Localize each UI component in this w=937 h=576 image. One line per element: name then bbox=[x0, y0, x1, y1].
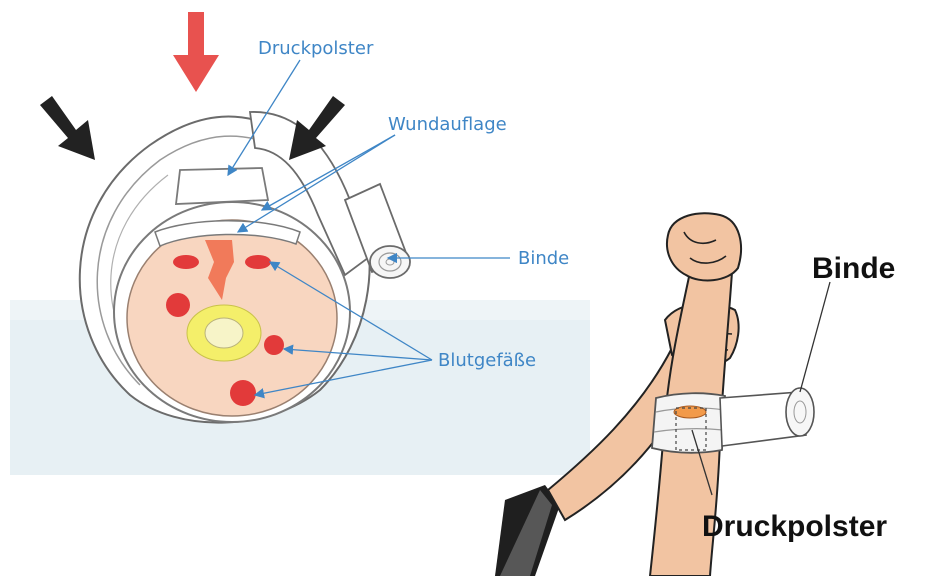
blood-vessel bbox=[173, 255, 199, 269]
label-blutgefaesse: Blutgefäße bbox=[438, 350, 536, 371]
label-druckpolster-right: Druckpolster bbox=[702, 510, 887, 543]
label-binde-left: Binde bbox=[518, 248, 569, 269]
pressure-arrow-left-icon bbox=[40, 96, 95, 160]
patient-fist bbox=[667, 213, 741, 280]
blood-vessel bbox=[245, 255, 271, 269]
pressure-pad bbox=[176, 168, 268, 204]
blood-vessel bbox=[166, 293, 190, 317]
pressure-arrow-red-icon bbox=[173, 12, 219, 92]
blood-vessel bbox=[264, 335, 284, 355]
label-druckpolster: Druckpolster bbox=[258, 38, 374, 59]
label-binde-right: Binde bbox=[812, 252, 895, 285]
blood-vessel bbox=[230, 380, 256, 406]
bandage-roll-end bbox=[786, 388, 814, 436]
bone-marrow bbox=[205, 318, 243, 348]
wrist-bandage bbox=[652, 393, 725, 453]
label-wundauflage: Wundauflage bbox=[388, 114, 507, 135]
